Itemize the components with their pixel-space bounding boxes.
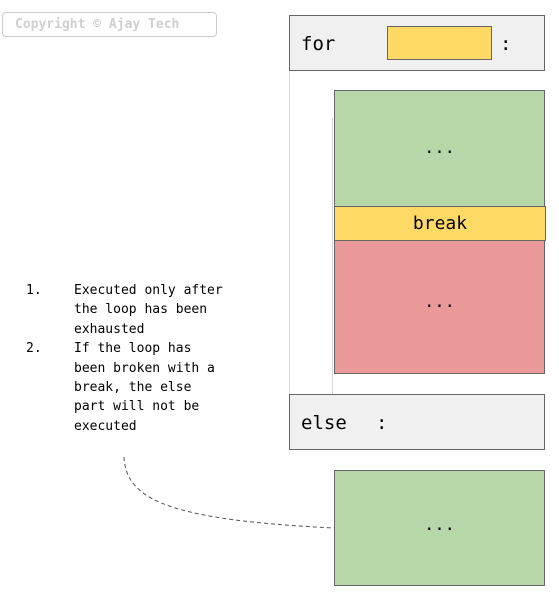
else-colon: : (376, 412, 388, 434)
note-item: 2. If the loop has been broken with a br… (26, 339, 256, 436)
loop-iterable-placeholder (387, 26, 492, 60)
break-statement: break (334, 206, 546, 241)
copyright-label: Copyright © Ajay Tech (2, 12, 217, 37)
dashed-connector-line (123, 456, 335, 529)
loop-body-after-break: ... (334, 239, 545, 374)
note-number: 2. (26, 341, 42, 357)
note-item: 1. Executed only after the loop has been… (26, 281, 256, 339)
body-guide-line (332, 118, 333, 395)
loop-body-after-break-text: ... (424, 291, 455, 312)
note-text: Executed only after the loop has been ex… (74, 283, 223, 337)
for-colon: : (500, 33, 512, 55)
loop-body-top: ... (334, 90, 545, 210)
note-text: If the loop has been broken with a break… (74, 341, 215, 434)
else-header: else : (289, 394, 545, 450)
else-keyword: else (301, 412, 347, 434)
for-guide-line (289, 70, 290, 395)
for-keyword: for (301, 33, 336, 55)
note-number: 1. (26, 283, 42, 298)
loop-body-top-text: ... (424, 138, 455, 158)
notes-list: 1. Executed only after the loop has been… (26, 281, 256, 436)
else-body-text: ... (424, 515, 455, 535)
else-body: ... (334, 470, 545, 586)
break-keyword: break (412, 213, 468, 234)
for-header: for : (289, 15, 545, 71)
